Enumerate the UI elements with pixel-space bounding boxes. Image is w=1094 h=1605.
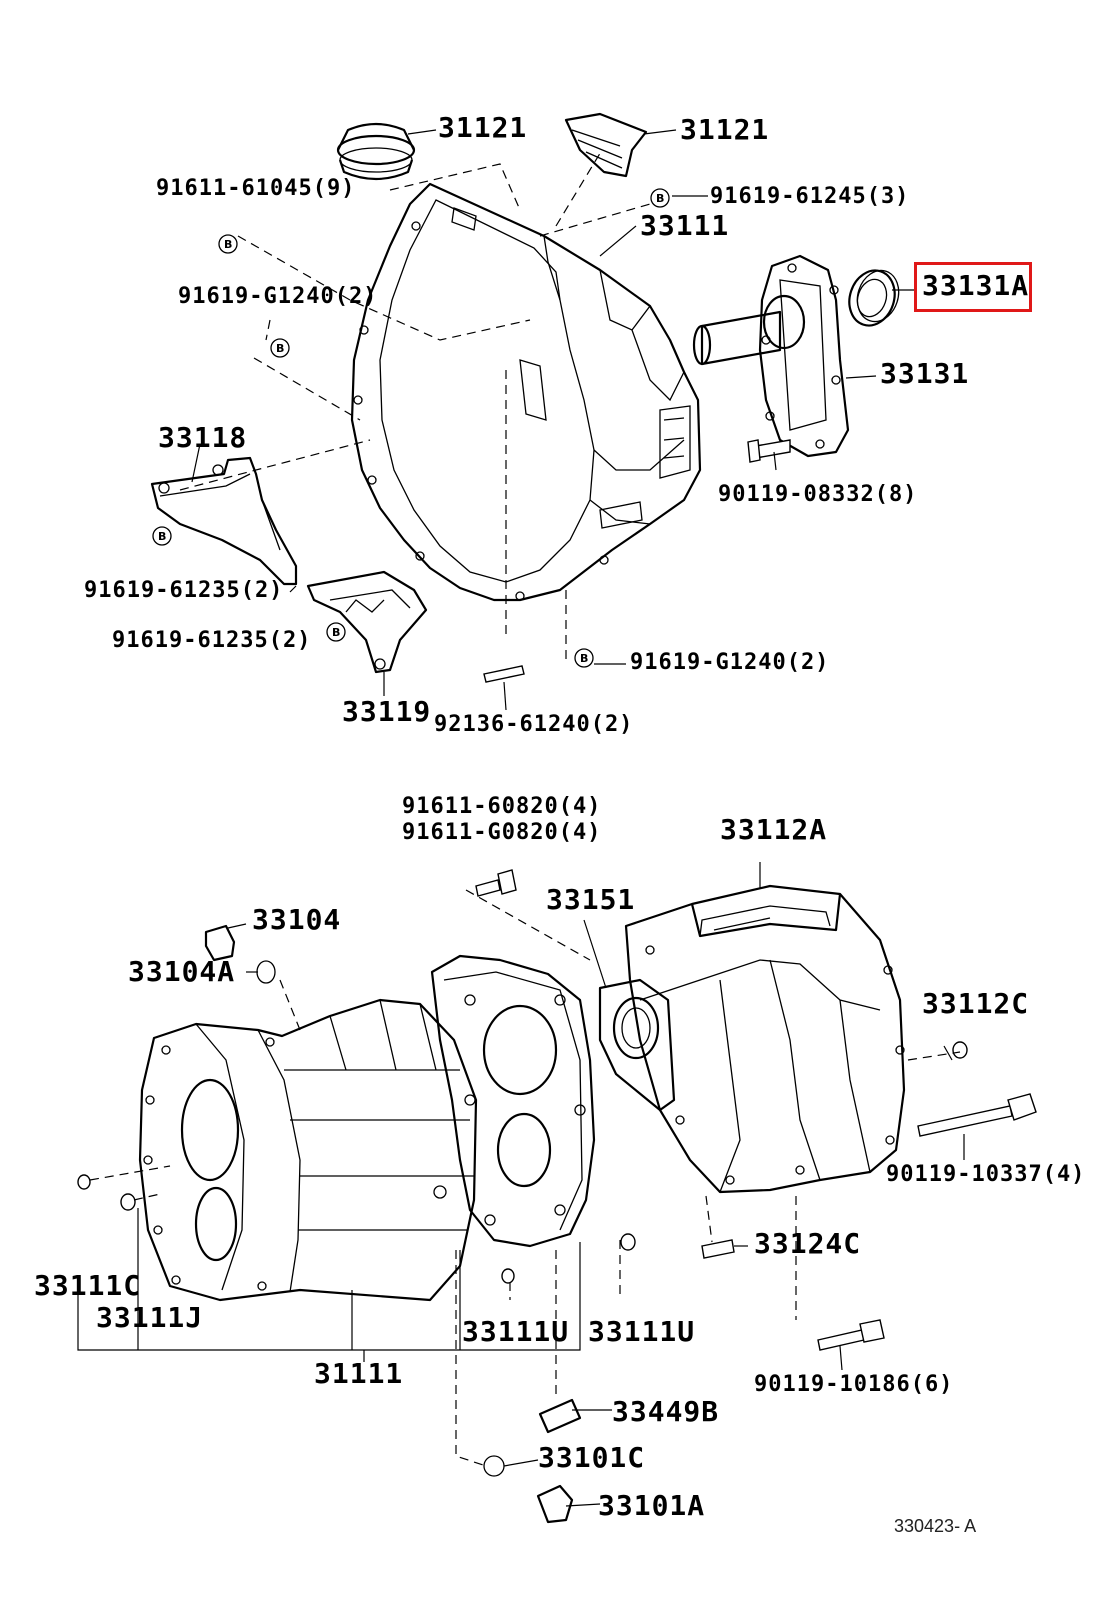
callout-91611-G0820[interactable]: 91611-G0820(4) bbox=[402, 820, 602, 845]
callout-91619-G1240-right[interactable]: 91619-G1240(2) bbox=[630, 650, 830, 675]
clutch-housing-part bbox=[350, 182, 702, 602]
callout-33111[interactable]: 33111 bbox=[640, 209, 730, 242]
callout-91619-G1240-left[interactable]: 91619-G1240(2) bbox=[178, 284, 378, 309]
svg-text:B: B bbox=[580, 652, 588, 665]
callout-90119-10186[interactable]: 90119-10186(6) bbox=[754, 1372, 954, 1397]
callout-92136-61240[interactable]: 92136-61240(2) bbox=[434, 712, 634, 737]
callout-90119-10337[interactable]: 90119-10337(4) bbox=[886, 1162, 1086, 1187]
callout-91619-61245[interactable]: 91619-61245(3) bbox=[710, 184, 910, 209]
dust-boot-right-part bbox=[564, 112, 648, 178]
bolts-bottom bbox=[77, 869, 1037, 1351]
callout-33131[interactable]: 33131 bbox=[880, 357, 970, 390]
figure-code: 330423- A bbox=[894, 1516, 977, 1536]
svg-text:B: B bbox=[224, 238, 232, 251]
callout-33101A[interactable]: 33101A bbox=[598, 1489, 706, 1522]
callout-91619-61235-lower[interactable]: 91619-61235(2) bbox=[112, 628, 312, 653]
stud-92136-61240-part bbox=[483, 665, 525, 683]
callout-31111[interactable]: 31111 bbox=[314, 1357, 404, 1390]
callout-33104[interactable]: 33104 bbox=[252, 903, 342, 936]
callout-33112A[interactable]: 33112A bbox=[720, 813, 828, 846]
callout-33151[interactable]: 33151 bbox=[546, 883, 636, 916]
callout-91611-61045[interactable]: 91611-61045(9) bbox=[156, 176, 356, 201]
callout-33111J[interactable]: 33111J bbox=[96, 1301, 204, 1334]
intermediate-plate-part bbox=[430, 954, 596, 1248]
gasket-33151-part bbox=[598, 978, 676, 1112]
callout-33112C[interactable]: 33112C bbox=[922, 987, 1030, 1020]
callout-33131A[interactable]: 33131A bbox=[922, 269, 1030, 302]
callout-90119-08332[interactable]: 90119-08332(8) bbox=[718, 482, 918, 507]
callout-31121-left[interactable]: 31121 bbox=[438, 111, 528, 144]
svg-text:B: B bbox=[656, 192, 664, 205]
callout-33111U-left[interactable]: 33111U bbox=[462, 1315, 570, 1348]
bolt-90119-08332-part bbox=[747, 439, 791, 463]
leader-lines-bottom bbox=[77, 862, 965, 1507]
highlight-box bbox=[914, 262, 1032, 312]
svg-text:B: B bbox=[158, 530, 166, 543]
transmission-case-part bbox=[624, 884, 906, 1194]
callout-33124C[interactable]: 33124C bbox=[754, 1227, 862, 1260]
callout-33119[interactable]: 33119 bbox=[342, 695, 432, 728]
callout-33101C[interactable]: 33101C bbox=[538, 1441, 646, 1474]
extension-housing-part bbox=[138, 998, 478, 1302]
bolt-markers-top: B B B B B B bbox=[152, 188, 670, 668]
callout-31121-right[interactable]: 31121 bbox=[680, 113, 770, 146]
dust-boot-left-part bbox=[336, 122, 416, 181]
oil-seal-part bbox=[848, 269, 900, 327]
bracket-33118-part bbox=[150, 456, 298, 586]
svg-text:B: B bbox=[332, 626, 340, 639]
callout-33111C[interactable]: 33111C bbox=[34, 1269, 142, 1302]
callout-33118[interactable]: 33118 bbox=[158, 421, 248, 454]
bearing-retainer-part bbox=[692, 254, 850, 458]
callout-33104A[interactable]: 33104A bbox=[128, 955, 236, 988]
svg-text:B: B bbox=[276, 342, 284, 355]
callout-91619-61235-upper[interactable]: 91619-61235(2) bbox=[84, 578, 284, 603]
callout-33449B[interactable]: 33449B bbox=[612, 1395, 720, 1428]
bracket-33119-part bbox=[306, 570, 428, 674]
leader-lines-top bbox=[179, 129, 914, 711]
callout-33111U-right[interactable]: 33111U bbox=[588, 1315, 696, 1348]
callout-91611-60820[interactable]: 91611-60820(4) bbox=[402, 794, 602, 819]
